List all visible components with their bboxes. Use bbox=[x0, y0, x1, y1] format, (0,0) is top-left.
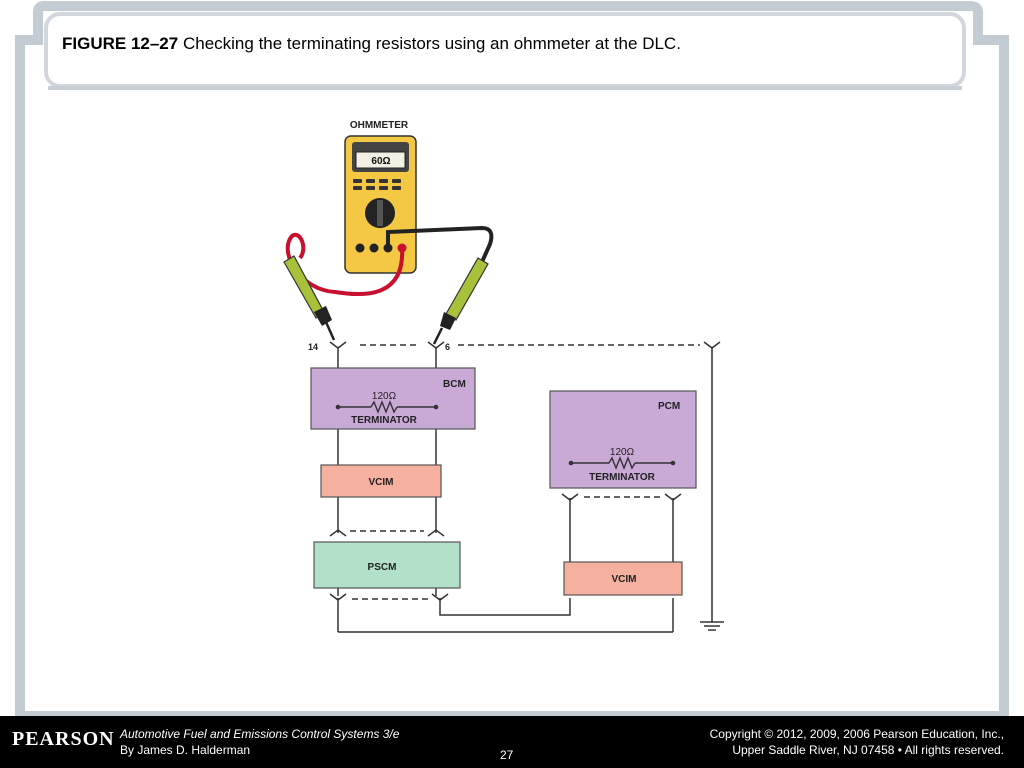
pscm-module: PSCM bbox=[313, 541, 461, 589]
pscm-label: PSCM bbox=[368, 562, 397, 573]
vcim-left-label: VCIM bbox=[369, 477, 394, 488]
pin-14-label: 14 bbox=[308, 342, 318, 352]
meter-reading: 60Ω bbox=[371, 156, 390, 167]
bcm-label: BCM bbox=[443, 379, 466, 390]
dlc-connector bbox=[329, 341, 721, 349]
left-probe bbox=[283, 255, 336, 341]
pcm-resistor-value: 120Ω bbox=[610, 447, 635, 458]
black-test-lead bbox=[386, 225, 494, 263]
pcm-module: PCM 120Ω TERMINATOR bbox=[549, 390, 697, 489]
ohmmeter-title: OHMMETER bbox=[350, 120, 409, 131]
frame-border bbox=[15, 1, 1009, 721]
pin-6-label: 6 bbox=[445, 342, 450, 352]
pcm-label: PCM bbox=[658, 401, 680, 412]
pearson-logo: PEARSON bbox=[12, 728, 115, 750]
bcm-resistor-label: TERMINATOR bbox=[351, 415, 418, 426]
figure-label: FIGURE 12–27 bbox=[62, 34, 179, 53]
circuit-diagram: OHMMETER 60Ω 14 bbox=[283, 120, 724, 633]
ground-icon bbox=[700, 621, 724, 631]
vcim-right-module: VCIM bbox=[563, 561, 683, 596]
copyright-line-1: Copyright © 2012, 2009, 2006 Pearson Edu… bbox=[709, 727, 1004, 741]
book-title: Automotive Fuel and Emissions Control Sy… bbox=[120, 727, 400, 741]
bcm-resistor-value: 120Ω bbox=[372, 391, 397, 402]
right-probe bbox=[432, 257, 489, 345]
book-author: By James D. Halderman bbox=[120, 743, 251, 757]
figure-caption: FIGURE 12–27 Checking the terminating re… bbox=[62, 34, 952, 54]
ohmmeter: 60Ω bbox=[344, 135, 417, 274]
figure-caption-text: Checking the terminating resistors using… bbox=[182, 34, 681, 53]
bcm-module: BCM 120Ω TERMINATOR bbox=[310, 367, 476, 430]
pcm-resistor-label: TERMINATOR bbox=[589, 472, 656, 483]
vcim-right-label: VCIM bbox=[612, 574, 637, 585]
copyright-line-2: Upper Saddle River, NJ 07458 • All right… bbox=[732, 743, 1004, 757]
footer-bar: PEARSON Automotive Fuel and Emissions Co… bbox=[0, 716, 1024, 768]
vcim-left-module: VCIM bbox=[320, 464, 442, 498]
copyright: Copyright © 2012, 2009, 2006 Pearson Edu… bbox=[710, 726, 1004, 758]
meter-display bbox=[355, 151, 406, 169]
book-info: Automotive Fuel and Emissions Control Sy… bbox=[120, 726, 399, 758]
page-number: 27 bbox=[500, 748, 514, 762]
